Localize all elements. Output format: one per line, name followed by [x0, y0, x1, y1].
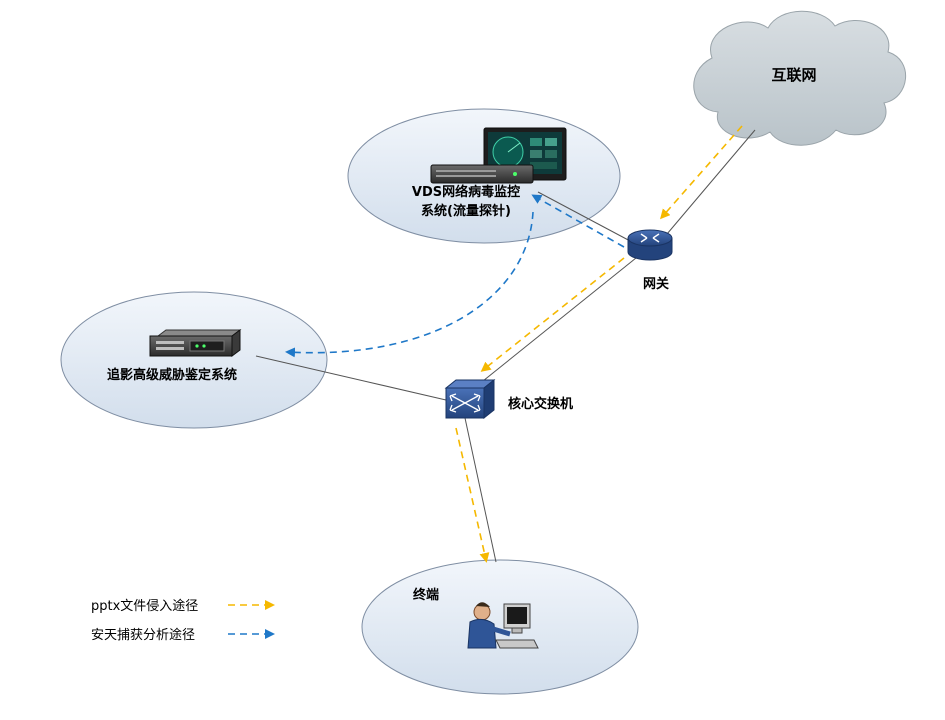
terminal-user-icon: [467, 602, 539, 649]
analysis-path: [285, 194, 625, 358]
internet-cloud: 互联网: [693, 10, 906, 146]
analysis-arrow-gateway-vds: [531, 194, 625, 248]
vds-label-line1: VDS网络病毒监控: [412, 184, 520, 200]
link-gateway-vds: [537, 191, 633, 243]
terminal-label: 终端: [413, 587, 439, 603]
core-switch-label: 核心交换机: [508, 396, 573, 412]
sandbox-zone-ellipse: [60, 291, 328, 429]
legend-label-intrusion: pptx文件侵入途径: [91, 598, 198, 614]
link-gateway-switch: [477, 257, 637, 386]
vds-device: [430, 127, 567, 184]
gateway-router-icon: [627, 229, 673, 261]
sandbox-server-icon: [149, 329, 242, 357]
sandbox-label: 追影高级威胁鉴定系统: [107, 367, 237, 383]
terminal-zone-ellipse: [361, 559, 639, 695]
link-switch-terminal: [464, 417, 497, 563]
link-switch-sandbox: [255, 355, 447, 401]
intrusion-path: [455, 125, 743, 563]
core-switch-icon: [444, 378, 496, 420]
gateway-label: 网关: [643, 276, 669, 292]
internet-label: 互联网: [771, 66, 816, 84]
analysis-arrow-vds-sandbox: [285, 211, 534, 358]
vds-server-icon: [430, 164, 534, 184]
link-internet-gateway: [666, 129, 756, 235]
legend-label-analysis: 安天捕获分析途径: [91, 627, 195, 643]
intrusion-arrow-switch-terminal: [455, 427, 490, 563]
network-links: [255, 129, 756, 563]
intrusion-arrow-gateway-switch: [480, 257, 625, 372]
intrusion-arrow-internet-gateway: [660, 125, 743, 220]
legend: pptx文件侵入途径 安天捕获分析途径: [91, 598, 275, 643]
vds-label-line2: 系统(流量探针): [421, 203, 511, 219]
